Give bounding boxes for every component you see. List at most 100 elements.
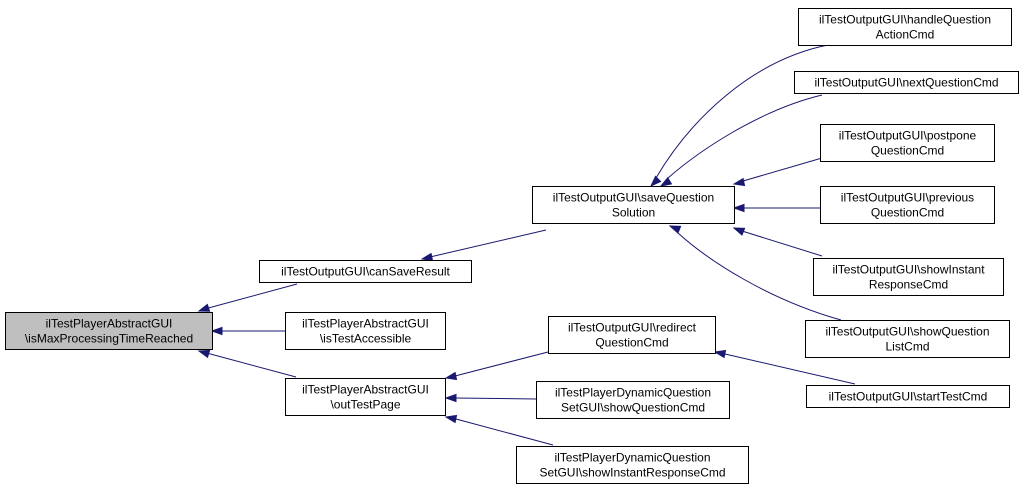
arrow-head-icon	[444, 371, 458, 381]
node-label-line: QuestionCmd	[871, 206, 944, 220]
edge-line	[742, 157, 823, 182]
graph-edges	[197, 44, 856, 446]
node-label-line: ilTestOutputGUI\postpone	[839, 129, 977, 143]
node-box	[532, 186, 735, 224]
edge-line	[454, 351, 549, 377]
node-box	[285, 312, 446, 350]
edge-is-test-accessible-to-root	[210, 326, 285, 336]
edge-line	[429, 229, 547, 258]
node-dyn-show-instant-response-cmd[interactable]: ilTestPlayerDynamicQuestionSetGUI\showIn…	[516, 446, 749, 484]
node-box	[536, 381, 730, 419]
edge-previous-to-save	[732, 203, 820, 213]
arrow-head-icon	[713, 349, 727, 359]
arrow-head-icon	[732, 203, 745, 213]
edge-line	[454, 397, 537, 400]
node-label-line: \isTestAccessible	[320, 332, 412, 346]
node-label-line: ilTestOutputGUI\saveQuestion	[553, 191, 714, 205]
node-box	[798, 8, 1012, 46]
node-box	[259, 260, 472, 283]
node-box	[516, 446, 749, 484]
node-label-line: ilTestOutputGUI\showQuestion	[825, 325, 989, 339]
edge-show-list-to-save	[668, 225, 842, 321]
edge-handle-action-to-save	[649, 44, 829, 188]
node-label-line: QuestionCmd	[871, 144, 944, 158]
arrow-head-icon	[732, 227, 746, 236]
edge-next-question-to-save	[659, 94, 823, 187]
edge-save-solution-to-can-save	[420, 229, 547, 262]
edge-dyn-show-question-to-out-test	[444, 393, 537, 403]
node-start-test-cmd[interactable]: ilTestOutputGUI\startTestCmd	[806, 385, 1010, 408]
edge-line	[202, 351, 297, 378]
node-label-line: ListCmd	[885, 340, 929, 354]
edge-redirect-to-out-test-page	[444, 351, 549, 381]
node-label-line: ilTestPlayerDynamicQuestion	[554, 451, 710, 465]
node-label-line: ilTestPlayerAbstractGUI	[302, 317, 429, 331]
node-label-line: ilTestPlayerAbstractGUI	[46, 317, 173, 331]
node-box	[548, 316, 716, 354]
node-label-line: ilTestPlayerAbstractGUI	[302, 383, 429, 397]
node-dyn-show-question-cmd[interactable]: ilTestPlayerDynamicQuestionSetGUI\showQu…	[536, 381, 730, 419]
node-box	[820, 124, 995, 162]
node-label-line: ActionCmd	[876, 28, 935, 42]
node-is-test-accessible[interactable]: ilTestPlayerAbstractGUI\isTestAccessible	[285, 312, 446, 350]
edge-line	[455, 418, 554, 446]
arrow-head-icon	[197, 303, 211, 312]
node-root[interactable]: ilTestPlayerAbstractGUI\isMaxProcessingT…	[5, 312, 213, 350]
node-label-line: ilTestPlayerDynamicQuestion	[555, 386, 711, 400]
arrow-head-icon	[668, 225, 682, 234]
edge-show-instant-to-save	[732, 227, 823, 257]
node-box	[806, 385, 1010, 408]
node-label-line: ilTestOutputGUI\startTestCmd	[829, 390, 988, 404]
edge-line	[200, 283, 298, 311]
arrow-head-icon	[197, 349, 211, 359]
node-box	[820, 186, 995, 224]
node-label-line: ilTestOutputGUI\nextQuestionCmd	[814, 76, 998, 90]
edge-can-save-result-to-root	[197, 283, 298, 312]
node-label-line: \outTestPage	[330, 398, 400, 412]
arrow-head-icon	[420, 252, 434, 262]
node-can-save-result[interactable]: ilTestOutputGUI\canSaveResult	[259, 260, 472, 283]
node-label-line: ilTestOutputGUI\handleQuestion	[819, 13, 991, 27]
edge-line	[741, 230, 823, 257]
node-label-line: ilTestOutputGUI\canSaveResult	[281, 265, 450, 279]
node-show-instant-response-cmd[interactable]: ilTestOutputGUI\showInstantResponseCmd	[813, 258, 1004, 296]
edge-line	[655, 44, 829, 179]
node-box	[5, 312, 213, 350]
edge-start-test-to-redirect	[713, 349, 856, 385]
arrow-head-icon	[444, 414, 458, 424]
arrow-head-icon	[649, 175, 662, 188]
edge-dyn-instant-to-out-test	[444, 414, 554, 446]
node-label-line: SetGUI\showInstantResponseCmd	[539, 466, 725, 480]
node-box	[794, 71, 1019, 94]
node-label-line: ilTestOutputGUI\showInstant	[832, 263, 985, 277]
node-out-test-page[interactable]: ilTestPlayerAbstractGUI\outTestPage	[285, 378, 446, 416]
node-box	[805, 320, 1010, 358]
node-label-line: Solution	[612, 206, 655, 220]
node-label-line: ilTestOutputGUI\previous	[841, 191, 974, 205]
arrow-head-icon	[444, 393, 457, 403]
node-label-line: ilTestOutputGUI\redirect	[568, 321, 697, 335]
node-label-line: SetGUI\showQuestionCmd	[561, 401, 705, 415]
node-box	[285, 378, 446, 416]
edge-postpone-to-save	[732, 157, 823, 187]
edge-line	[724, 353, 856, 385]
node-box	[813, 258, 1004, 296]
node-label-line: ResponseCmd	[869, 278, 948, 292]
arrow-head-icon	[210, 326, 223, 336]
graph-nodes: ilTestPlayerAbstractGUI\isMaxProcessingT…	[5, 8, 1019, 484]
node-label-line: QuestionCmd	[595, 336, 668, 350]
node-next-question-cmd[interactable]: ilTestOutputGUI\nextQuestionCmd	[794, 71, 1019, 94]
edge-line	[677, 232, 842, 321]
edge-out-test-page-to-root	[197, 349, 297, 378]
node-label-line: \isMaxProcessingTimeReached	[25, 332, 193, 346]
arrow-head-icon	[732, 177, 746, 187]
arrow-head-icon	[659, 176, 673, 187]
edge-line	[667, 94, 823, 179]
